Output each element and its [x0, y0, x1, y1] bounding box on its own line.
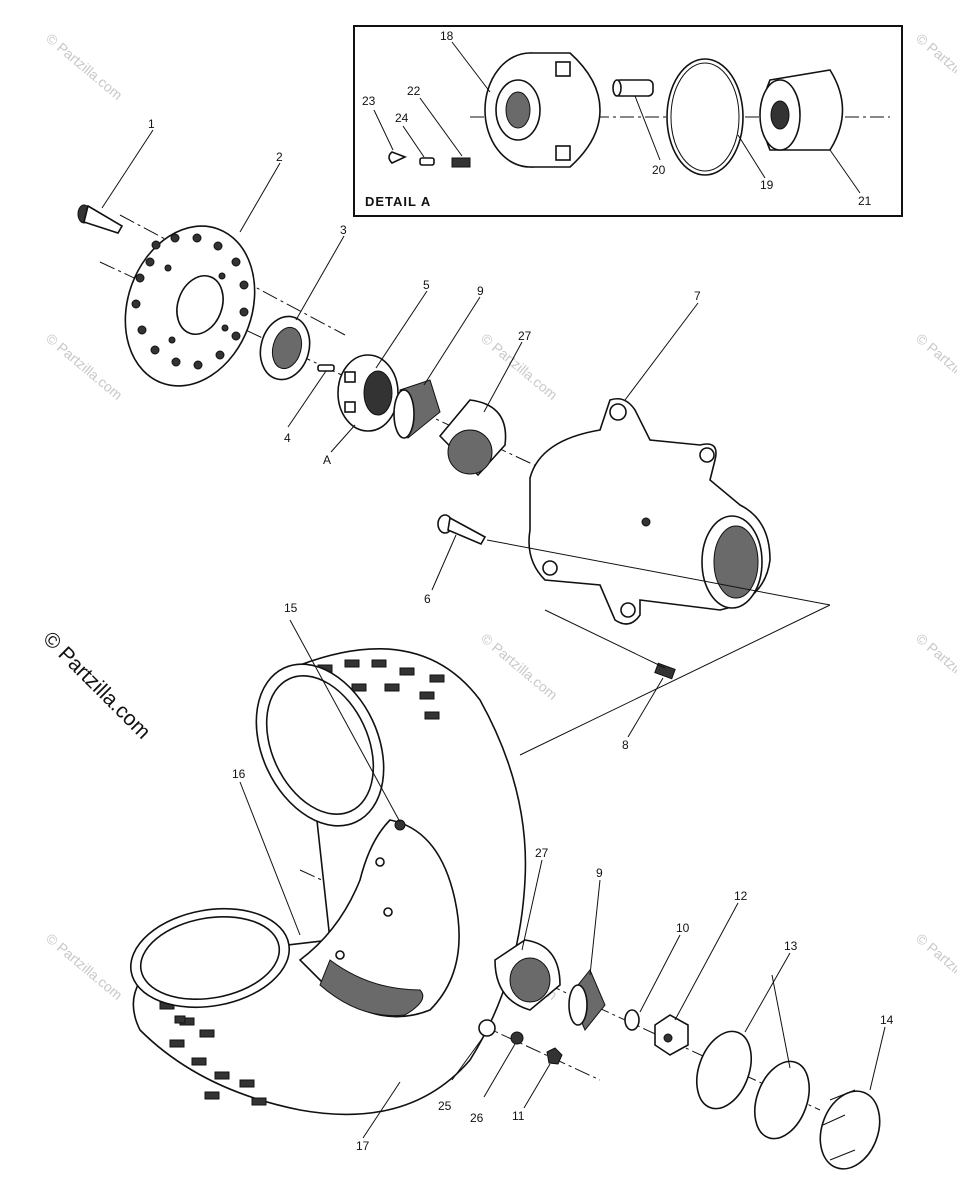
part-26-drawing — [510, 1031, 524, 1045]
label-A: A — [323, 453, 331, 467]
label-4: 4 — [284, 431, 291, 445]
label-15: 15 — [284, 601, 298, 615]
part-8-drawing — [654, 662, 676, 680]
label-21: 21 — [858, 194, 872, 208]
label-9-lower: 9 — [596, 866, 603, 880]
watermark-text: © Partzilla.com — [913, 630, 957, 703]
label-27-lower: 27 — [535, 846, 549, 860]
part-14-drawing — [819, 1089, 881, 1170]
copyright-text: © Partzilla.com — [38, 627, 154, 743]
part-6-drawing — [437, 514, 487, 546]
part-27-lower-drawing — [494, 939, 561, 1011]
label-5: 5 — [423, 278, 430, 292]
label-17: 17 — [356, 1139, 370, 1153]
watermark-text: © Partzilla.com — [913, 330, 957, 403]
label-27-upper: 27 — [518, 329, 532, 343]
detail-a-panel: DETAIL A — [353, 25, 903, 217]
part-19-drawing — [666, 58, 744, 176]
part-9-upper-drawing — [393, 379, 441, 439]
part-20-drawing — [612, 79, 654, 97]
label-26: 26 — [470, 1111, 484, 1125]
part-15-drawing — [129, 663, 385, 1009]
watermark-text: © Partzilla.com — [43, 30, 126, 103]
label-9-upper: 9 — [477, 284, 484, 298]
part-16-drawing — [298, 819, 460, 1018]
label-24: 24 — [395, 111, 409, 125]
label-19: 19 — [760, 178, 774, 192]
label-13: 13 — [784, 939, 798, 953]
part-18-drawing — [484, 52, 601, 168]
label-8: 8 — [622, 738, 629, 752]
part-5-drawing — [337, 354, 399, 432]
part-13-drawing — [696, 1030, 752, 1110]
label-7: 7 — [694, 289, 701, 303]
part-7-drawing — [528, 397, 771, 625]
part-3-drawing — [259, 315, 311, 381]
label-25: 25 — [438, 1099, 452, 1113]
label-18: 18 — [440, 29, 454, 43]
label-23: 23 — [362, 94, 376, 108]
label-10: 10 — [676, 921, 690, 935]
part-27-upper-drawing — [438, 399, 507, 477]
part-10-drawing — [624, 1009, 640, 1031]
upper-hub-assembly: 1 2 3 4 5 A 9 27 7 6 8 — [77, 117, 831, 756]
label-1: 1 — [148, 117, 155, 131]
label-14: 14 — [880, 1013, 894, 1027]
watermark-text: © Partzilla.com — [913, 930, 957, 1003]
label-16: 16 — [232, 767, 246, 781]
label-6: 6 — [424, 592, 431, 606]
parts-22-24-drawing — [388, 151, 471, 168]
part-11-drawing — [546, 1047, 563, 1065]
label-3: 3 — [340, 223, 347, 237]
watermark-text: © Partzilla.com — [43, 930, 126, 1003]
part-12-drawing — [654, 1014, 689, 1056]
label-11: 11 — [512, 1109, 525, 1123]
part-2-drawing — [124, 225, 256, 387]
part-13-drawing — [754, 1060, 810, 1140]
label-2: 2 — [276, 150, 283, 164]
part-1-drawing — [77, 204, 124, 234]
detail-a-title: DETAIL A — [365, 194, 431, 209]
label-22: 22 — [407, 84, 421, 98]
part-9-lower-drawing — [568, 969, 606, 1031]
watermark-text: © Partzilla.com — [43, 330, 126, 403]
label-12: 12 — [734, 889, 748, 903]
part-4-drawing — [317, 364, 335, 372]
part-21-drawing — [759, 69, 844, 151]
watermark-text: © Partzilla.com — [478, 630, 561, 703]
label-20: 20 — [652, 163, 666, 177]
part-25-drawing — [478, 1019, 496, 1037]
lower-wheel-assembly: 15 16 17 27 9 10 12 13 14 25 26 11 — [129, 601, 894, 1170]
watermark-text: © Partzilla.com — [913, 30, 957, 103]
